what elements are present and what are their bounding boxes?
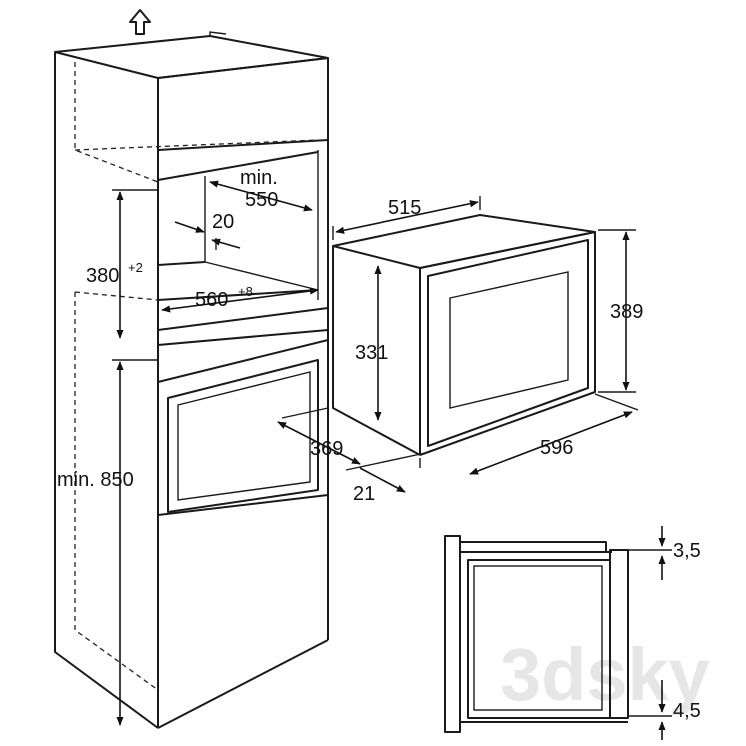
depth-515-label: 515 xyxy=(388,197,421,219)
dimension-4-5: 4,5 xyxy=(628,680,701,740)
arrow-up-icon xyxy=(129,9,151,35)
dimension-3-5: 3,5 xyxy=(628,526,701,580)
min-label: min. xyxy=(240,167,278,189)
section-detail xyxy=(444,535,629,733)
dimension-515: 515 xyxy=(332,196,481,240)
depth-550-label: 550 xyxy=(245,189,278,211)
gap-3-5-label: 3,5 xyxy=(673,540,701,562)
height-380-tolerance: +2 xyxy=(128,260,143,275)
dimension-560: 560 +8 xyxy=(161,284,319,313)
dimension-min-850: min. 850 xyxy=(57,359,158,726)
width-560-tolerance: +8 xyxy=(238,284,253,299)
width-560-label: 560 xyxy=(195,289,228,311)
width-596-label: 596 xyxy=(540,437,573,459)
dimension-550: min. 550 xyxy=(209,167,313,212)
height-389-label: 389 xyxy=(610,301,643,323)
gap-4-5-label: 4,5 xyxy=(673,700,701,722)
dimension-20: 20 xyxy=(174,211,241,250)
dimension-389: 389 xyxy=(598,229,643,393)
dimension-596: 596 xyxy=(419,393,639,475)
dimension-369: 369 xyxy=(277,407,361,465)
watermark-text: 3dsky xyxy=(500,633,710,716)
gap-20-label: 20 xyxy=(212,211,234,233)
height-331-label: 331 xyxy=(355,342,388,364)
dimension-331: 331 xyxy=(355,265,388,421)
gap-21-label: 21 xyxy=(353,483,375,505)
height-380-label: 380 xyxy=(86,265,119,287)
dimension-21: 21 xyxy=(345,451,431,505)
oven-3d-view xyxy=(332,214,596,456)
depth-369-label: 369 xyxy=(310,438,343,460)
tall-cabinet xyxy=(54,31,329,729)
dimension-380: 380 +2 xyxy=(86,189,158,339)
height-min-850-label: min. 850 xyxy=(57,469,134,491)
